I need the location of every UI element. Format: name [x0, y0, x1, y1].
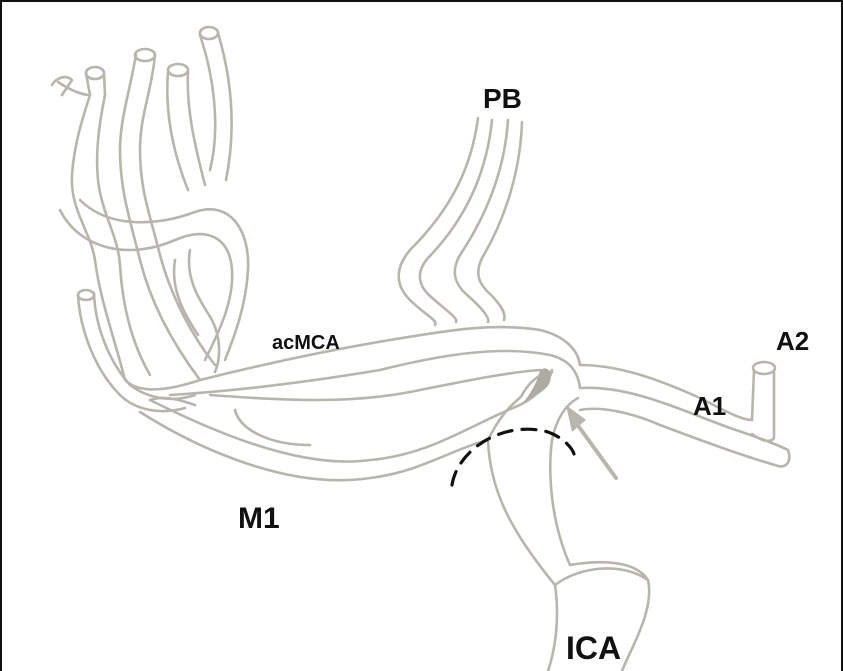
- arrow-pointer: [566, 405, 616, 478]
- dashed-arc: [452, 429, 574, 485]
- label-a2: A2: [776, 328, 809, 354]
- label-acmca: acMCA: [272, 333, 340, 353]
- a2-vessel: [752, 362, 775, 441]
- label-pb: PB: [483, 85, 522, 113]
- label-a1: A1: [693, 393, 726, 419]
- a1-vessel: [580, 365, 789, 466]
- label-ica: ICA: [566, 632, 621, 664]
- label-m1: M1: [238, 504, 280, 534]
- pb-vessels: [399, 118, 522, 325]
- cortical-branches: [52, 27, 248, 411]
